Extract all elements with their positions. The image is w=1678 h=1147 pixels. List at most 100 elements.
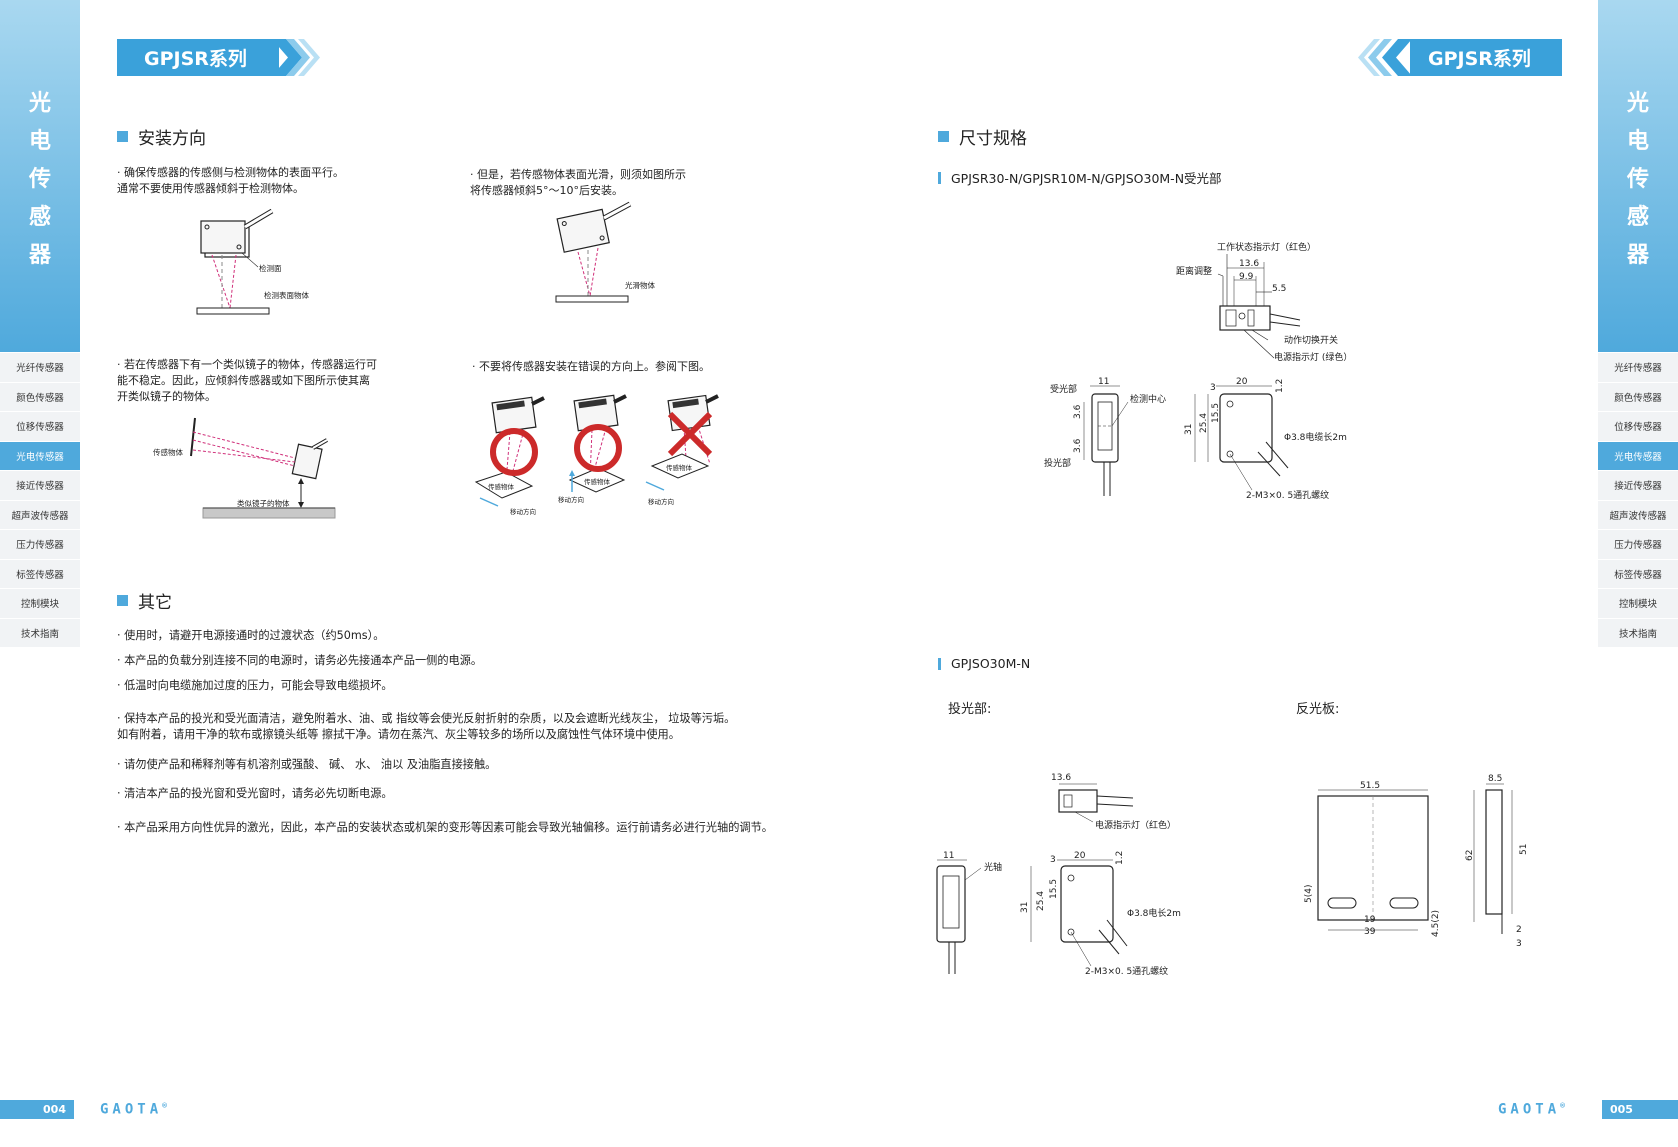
left-side-menu: 光纤传感器 颜色传感器 位移传感器 光电传感器 接近传感器 超声波传感器 压力传… <box>0 353 80 648</box>
svg-text:3.6: 3.6 <box>1073 404 1083 419</box>
drawing-reflector: 51.5 19 39 5(4) 4.5(2) 8.5 62 51 2 3 <box>1304 774 1529 949</box>
svg-text:动作切换开关: 动作切换开关 <box>1284 334 1338 346</box>
note-3: · 低温时向电缆施加过度的压力，可能会导致电缆损坏。 <box>117 679 393 692</box>
fig4-object-label-2: 传感物体 <box>584 477 611 486</box>
chevron-right-icon <box>272 39 320 76</box>
page-number-right: 005 <box>1602 1100 1678 1119</box>
svg-text:工作状态指示灯（红色）: 工作状态指示灯（红色） <box>1217 241 1316 253</box>
left-side-banner: 光 电 传 感 器 <box>0 0 80 352</box>
series-header-right: GPJSR系列 <box>1410 39 1562 76</box>
svg-text:距离调整: 距离调整 <box>1176 265 1212 277</box>
sidebar-item-pressure[interactable]: 压力传感器 <box>1598 530 1678 560</box>
section-bullet-icon <box>938 131 949 142</box>
ok-mark-icon <box>490 428 538 476</box>
svg-text:51.5: 51.5 <box>1360 781 1380 791</box>
fig4-move-label-3: 移动方向 <box>648 497 674 506</box>
sidebar-item-proximity[interactable]: 接近传感器 <box>1598 471 1678 501</box>
svg-text:8.5: 8.5 <box>1488 774 1502 784</box>
sidebar-item-guide[interactable]: 技术指南 <box>1598 618 1678 648</box>
fig3-mirror-label: 类似镜子的物体 <box>237 498 290 508</box>
section-bullet-icon <box>117 595 128 606</box>
svg-text:电源指示灯 (绿色）: 电源指示灯 (绿色） <box>1274 351 1352 363</box>
sidebar-item-ultrasonic[interactable]: 超声波传感器 <box>1598 500 1678 530</box>
svg-text:25.4: 25.4 <box>1199 413 1209 433</box>
svg-text:62: 62 <box>1465 850 1475 861</box>
section-bullet-icon <box>117 131 128 142</box>
fig3-object-label: 传感物体 <box>153 447 183 457</box>
drawing-receiver-top: 工作状态指示灯（红色） 距离调整 13.6 9.9 5.5 动作切换开关 电源指… <box>1176 241 1352 363</box>
fig1-face-label: 检测面 <box>259 263 282 273</box>
svg-text:31: 31 <box>1184 424 1194 435</box>
svg-text:39: 39 <box>1364 927 1376 937</box>
brand-logo-right: GAOTA® <box>1498 1101 1565 1118</box>
svg-text:20: 20 <box>1236 377 1248 387</box>
sidebar-item-color[interactable]: 颜色传感器 <box>0 382 80 412</box>
fig4-move-label-1: 移动方向 <box>510 507 536 516</box>
sidebar-item-color[interactable]: 颜色传感器 <box>1598 382 1678 412</box>
brand-logo-left: GAOTA® <box>100 1101 167 1118</box>
svg-text:11: 11 <box>943 851 954 861</box>
figure-direction-check: 传感物体 移动方向 传感物体 移动方向 传感物体 移动方向 <box>474 394 719 516</box>
right-side-banner: 光 电 传 感 器 <box>1598 0 1678 352</box>
dims-sub-emitter: GPJSO30M-N <box>938 656 1030 671</box>
sidebar-item-displacement[interactable]: 位移传感器 <box>0 412 80 442</box>
svg-text:3.6: 3.6 <box>1073 438 1083 453</box>
svg-text:9.9: 9.9 <box>1239 272 1254 282</box>
dims-sub-receiver: GPJSR30-N/GPJSR10M-N/GPJSO30M-N受光部 <box>938 168 1222 187</box>
svg-text:2-M3×0. 5通孔螺纹: 2-M3×0. 5通孔螺纹 <box>1246 489 1329 501</box>
sidebar-item-label[interactable]: 标签传感器 <box>0 559 80 589</box>
sidebar-item-control[interactable]: 控制模块 <box>0 589 80 619</box>
fig4-move-label-2: 移动方向 <box>558 495 584 504</box>
sidebar-item-displacement[interactable]: 位移传感器 <box>1598 412 1678 442</box>
sidebar-item-fiber[interactable]: 光纤传感器 <box>1598 353 1678 383</box>
sidebar-item-guide[interactable]: 技术指南 <box>0 618 80 648</box>
svg-text:13.6: 13.6 <box>1239 259 1259 269</box>
note-5: · 请勿使产品和稀释剂等有机溶剂或强酸、 碱、 水、 油以 及油脂直接接触。 <box>117 758 497 771</box>
sidebar-item-photoelectric[interactable]: 光电传感器 <box>0 441 80 471</box>
svg-text:19: 19 <box>1364 915 1376 925</box>
svg-text:投光部: 投光部 <box>1044 457 1071 469</box>
note-1: · 使用时，请避开电源接通时的过渡状态（约50ms）。 <box>117 629 385 642</box>
sidebar-item-photoelectric[interactable]: 光电传感器 <box>1598 441 1678 471</box>
svg-text:Φ3.8电缆长2m: Φ3.8电缆长2m <box>1284 431 1347 443</box>
svg-text:3: 3 <box>1210 383 1216 393</box>
reflector-label: 反光板: <box>1296 702 1340 717</box>
sidebar-item-label[interactable]: 标签传感器 <box>1598 559 1678 589</box>
svg-text:检测中心: 检测中心 <box>1130 393 1166 405</box>
series-header-left: GPJSR系列 <box>117 39 279 76</box>
right-side-menu: 光纤传感器 颜色传感器 位移传感器 光电传感器 接近传感器 超声波传感器 压力传… <box>1598 353 1678 648</box>
sidebar-item-ultrasonic[interactable]: 超声波传感器 <box>0 500 80 530</box>
note-4-cont: 如有附着，请用干净的软布或擦镜头纸等 擦拭干净。请勿在蒸汽、灰尘等较多的场所以及… <box>117 728 680 741</box>
svg-text:5.5: 5.5 <box>1272 284 1286 294</box>
svg-text:电源指示灯（红色）: 电源指示灯（红色） <box>1095 819 1176 831</box>
svg-text:51: 51 <box>1519 844 1529 855</box>
svg-text:4.5(2): 4.5(2) <box>1431 910 1441 937</box>
ok-mark-icon <box>574 424 622 472</box>
drawing-receiver-front: 受光部 投光部 11 3.6 3.6 检测中心 3 20 1.2 31 25.4… <box>1044 377 1347 501</box>
fig4-object-label-1: 传感物体 <box>488 482 515 491</box>
sidebar-item-proximity[interactable]: 接近传感器 <box>0 471 80 501</box>
svg-text:2: 2 <box>1516 925 1522 935</box>
sidebar-item-fiber[interactable]: 光纤传感器 <box>0 353 80 383</box>
svg-text:15.5: 15.5 <box>1049 879 1059 899</box>
svg-text:25.4: 25.4 <box>1036 891 1046 911</box>
svg-text:13.6: 13.6 <box>1051 773 1071 783</box>
right-vertical-title: 光 电 传 感 器 <box>1626 91 1649 268</box>
note-6: · 清洁本产品的投光窗和受光窗时，请务必先切断电源。 <box>117 787 393 800</box>
section-dims-heading: 尺寸规格 <box>938 124 1027 149</box>
left-vertical-title: 光 电 传 感 器 <box>28 91 51 268</box>
svg-text:受光部: 受光部 <box>1050 383 1077 395</box>
svg-text:1.2: 1.2 <box>1115 851 1125 865</box>
install-para-2: · 但是，若传感物体表面光滑，则须如图所示 将传感器倾斜5°～10°后安装。 <box>470 168 686 197</box>
figure-mirror-avoid: 传感物体 类似镜子的物体 <box>153 417 336 519</box>
svg-text:20: 20 <box>1074 851 1086 861</box>
figure-parallel-mount: 检测面 检测表面物体 <box>196 208 309 315</box>
note-7: · 本产品采用方向性优异的激光，因此，本产品的安装状态或机架的变形等因素可能会导… <box>117 821 773 834</box>
sidebar-item-pressure[interactable]: 压力传感器 <box>0 530 80 560</box>
note-4: · 保持本产品的投光和受光面清洁，避免附着水、油、或 指纹等会使光反射折射的杂质… <box>117 712 736 725</box>
figure-tilted-mount: 光滑物体 <box>555 201 655 303</box>
sidebar-item-control[interactable]: 控制模块 <box>1598 589 1678 619</box>
section-other-heading: 其它 <box>117 588 172 613</box>
install-para-3: · 若在传感器下有一个类似镜子的物体，传感器运行可 能不稳定。因此，应倾斜传感器… <box>117 358 377 403</box>
svg-text:光轴: 光轴 <box>984 861 1002 873</box>
